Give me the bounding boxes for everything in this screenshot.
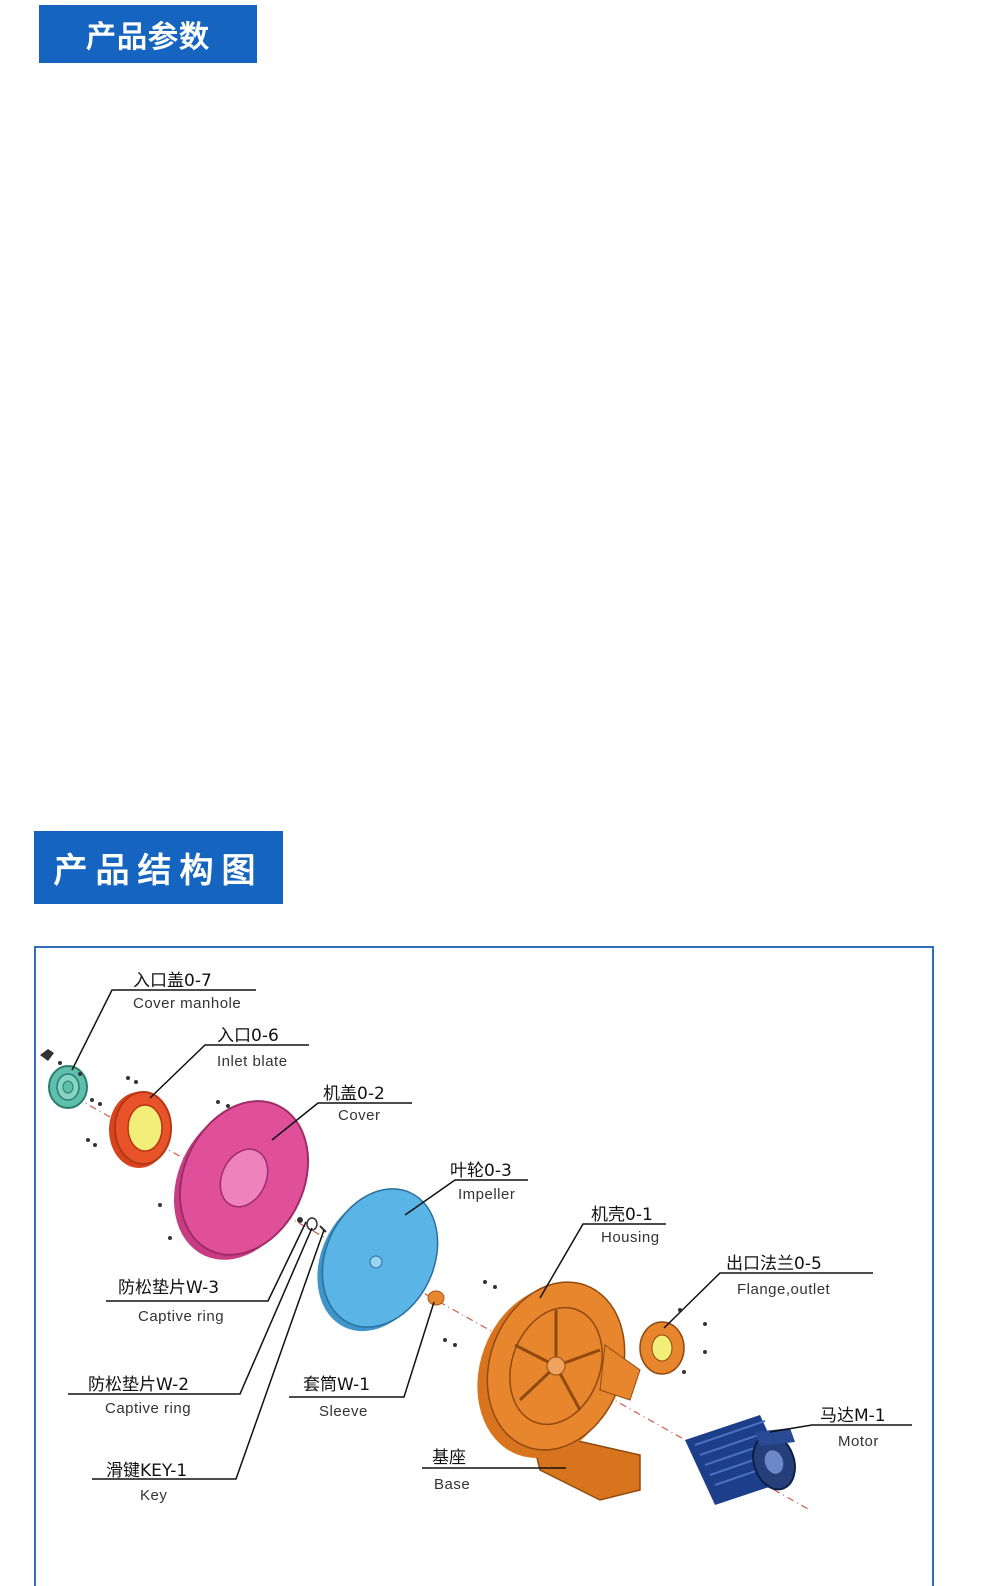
- sleeve-part: [427, 1290, 445, 1306]
- structure-diagram-frame: [34, 946, 934, 1586]
- label-cover-manhole-en: Cover manhole: [133, 995, 241, 1012]
- label-motor-cn: 马达M-1: [820, 1406, 886, 1426]
- label-inlet-cn: 入口0-6: [217, 1026, 279, 1046]
- label-cover-en: Cover: [338, 1107, 381, 1124]
- label-base-cn: 基座: [432, 1448, 466, 1468]
- label-housing-cn: 机壳0-1: [591, 1205, 653, 1225]
- label-captive-ring-w3-en: Captive ring: [138, 1308, 224, 1325]
- label-sleeve-cn: 套筒W-1: [303, 1375, 370, 1395]
- section-title-structure: 产品结构图: [34, 831, 283, 904]
- label-captive-ring-w3-cn: 防松垫片W-3: [118, 1278, 219, 1298]
- impeller-part: [317, 1188, 439, 1332]
- label-housing-en: Housing: [601, 1229, 660, 1246]
- cover-part: [173, 1100, 310, 1260]
- flange-outlet-part: [639, 1321, 685, 1375]
- label-impeller-en: Impeller: [458, 1186, 515, 1203]
- cover-manhole-part: [40, 1049, 88, 1109]
- label-key-cn: 滑键KEY-1: [106, 1461, 187, 1481]
- section-title-params: 产品参数: [39, 5, 257, 63]
- section-title-structure-text: 产品结构图: [53, 851, 264, 891]
- label-cover-cn: 机盖0-2: [323, 1084, 385, 1104]
- label-flange-outlet-cn: 出口法兰0-5: [726, 1254, 822, 1274]
- housing-part: [477, 1281, 641, 1501]
- label-cover-manhole-cn: 入口盖0-7: [133, 971, 212, 991]
- label-captive-ring-w2-cn: 防松垫片W-2: [88, 1375, 189, 1395]
- label-motor-en: Motor: [838, 1433, 879, 1450]
- inlet-part: [109, 1091, 172, 1168]
- labels: 入口盖0-7 Cover manhole 入口0-6 Inlet blate 机…: [88, 971, 886, 1504]
- small-hardware: [297, 1217, 327, 1233]
- motor-part: [685, 1415, 796, 1505]
- label-captive-ring-w2-en: Captive ring: [105, 1400, 191, 1417]
- label-inlet-en: Inlet blate: [217, 1053, 288, 1070]
- label-key-en: Key: [140, 1487, 167, 1504]
- leader-lines: [68, 989, 912, 1480]
- section-title-params-text: 产品参数: [86, 20, 210, 55]
- label-flange-outlet-en: Flange,outlet: [737, 1281, 831, 1298]
- label-sleeve-en: Sleeve: [319, 1403, 368, 1420]
- label-impeller-cn: 叶轮0-3: [450, 1161, 512, 1181]
- label-base-en: Base: [434, 1476, 470, 1493]
